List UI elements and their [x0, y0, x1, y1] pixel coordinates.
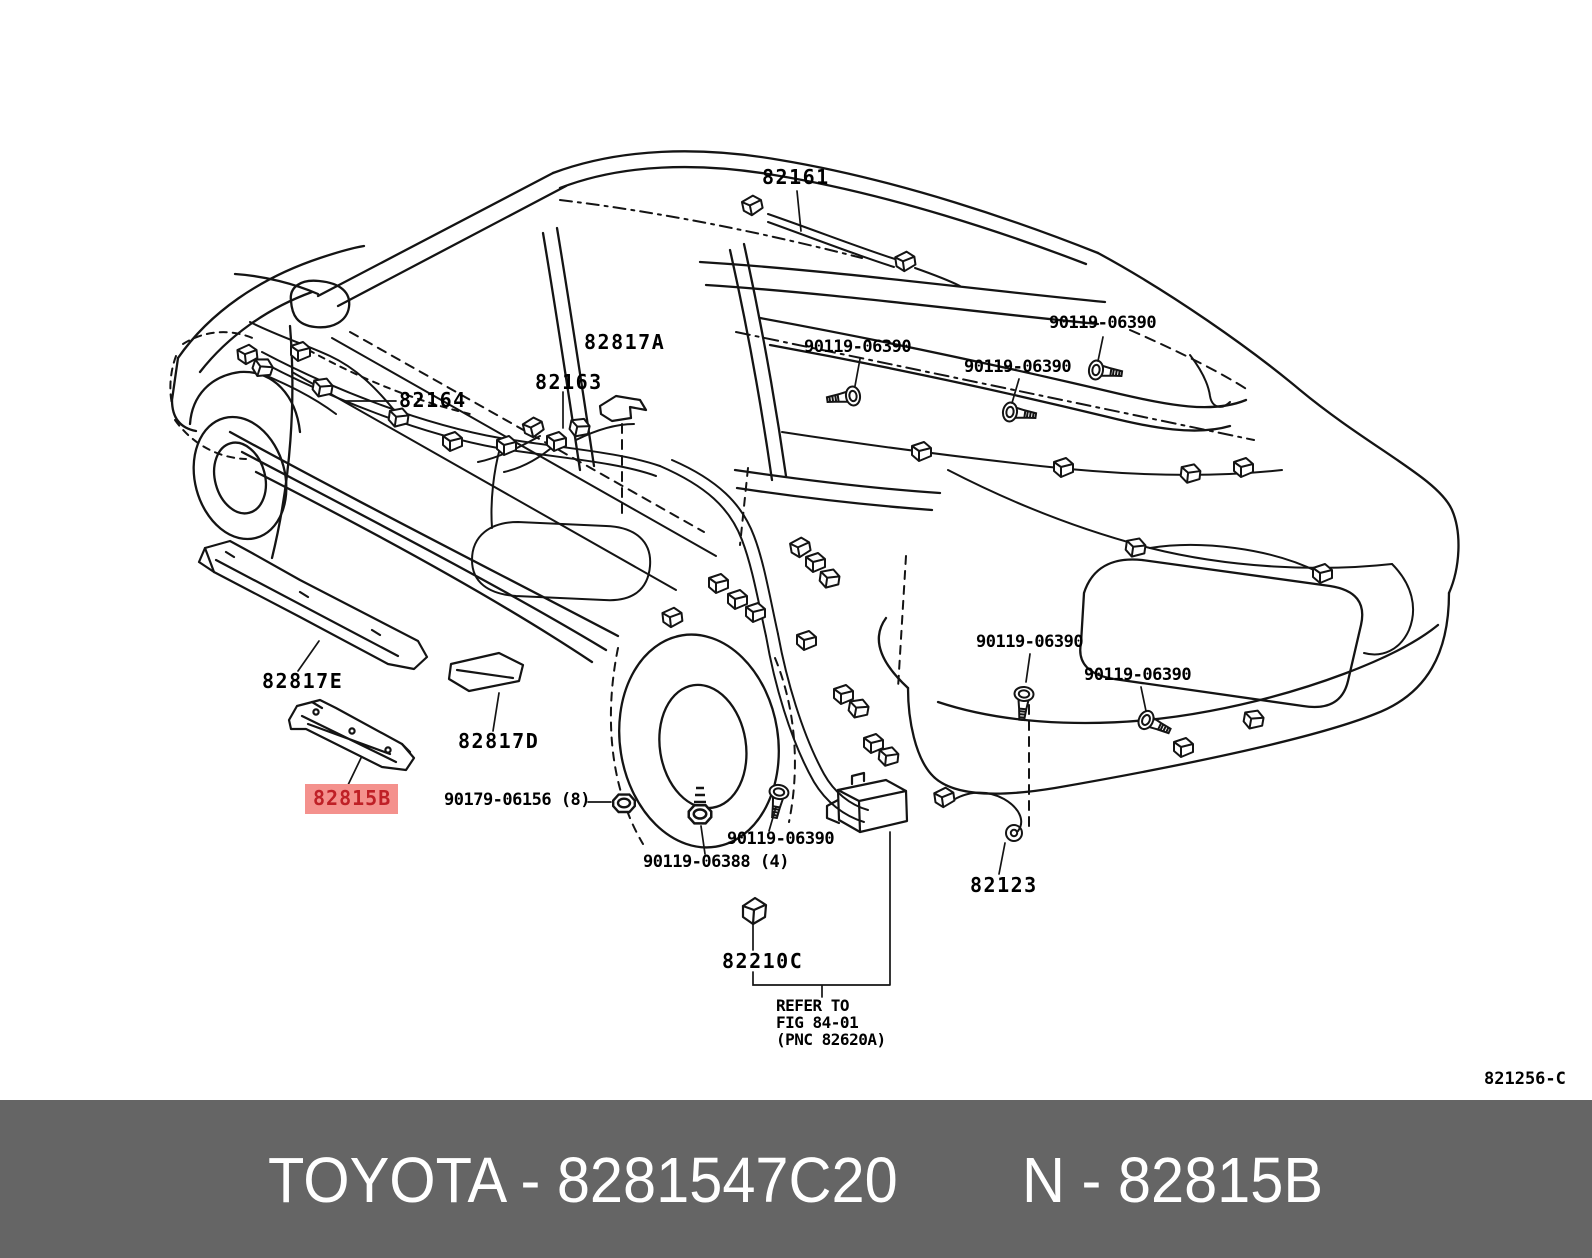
leader-lines: [297, 190, 1147, 998]
part-label-82163: 82163: [535, 370, 603, 394]
fastener-label-90119-06390-roof-mid: 90119-06390: [964, 357, 1072, 377]
trim-parts: [197, 394, 909, 926]
figure-code: 821256-C: [1484, 1069, 1566, 1089]
fastener-label-90179-06156: 90179-06156 (8): [444, 790, 591, 810]
part-label-82164: 82164: [399, 388, 467, 412]
refer-note: REFER TO FIG 84-01 (PNC 82620A): [776, 997, 886, 1048]
part-label-82161: 82161: [762, 165, 830, 189]
car-body-outline: [170, 150, 1460, 849]
part-label-82210c: 82210C: [722, 949, 804, 973]
fastener-label-90119-06388: 90119-06388 (4): [643, 852, 790, 872]
part-label-82123: 82123: [970, 873, 1038, 897]
fastener-label-90119-06390-trunk-right: 90119-06390: [1084, 665, 1192, 685]
harness-connectors: [236, 193, 1333, 810]
refer-note-line3: (PNC 82620A): [776, 1030, 886, 1049]
fasteners: [612, 358, 1175, 825]
footer-brand-part-number: TOYOTA - 8281547C20: [268, 1144, 898, 1216]
fastener-label-90119-06390-wheel: 90119-06390: [727, 829, 835, 849]
fastener-label-90119-06390-trunk-left: 90119-06390: [976, 632, 1084, 652]
part-label-82817d: 82817D: [458, 729, 540, 753]
part-label-82817e: 82817E: [262, 669, 344, 693]
highlight-part-label-82815b: 82815B: [305, 784, 399, 814]
footer-part-ref: N - 82815B: [1022, 1144, 1324, 1216]
refer-note-line1: REFER TO: [776, 996, 850, 1015]
fastener-label-90119-06390-roof-right: 90119-06390: [1049, 313, 1157, 333]
dashed-construction-lines: [169, 199, 1255, 845]
footer-bar: [0, 1100, 1592, 1258]
refer-note-line2: FIG 84-01: [776, 1013, 859, 1032]
part-label-82817a: 82817A: [584, 330, 666, 354]
wiring-harness: [249, 213, 1415, 842]
wiring-diagram-art: [169, 150, 1460, 998]
fastener-label-90119-06390-roof-left: 90119-06390: [804, 337, 912, 357]
